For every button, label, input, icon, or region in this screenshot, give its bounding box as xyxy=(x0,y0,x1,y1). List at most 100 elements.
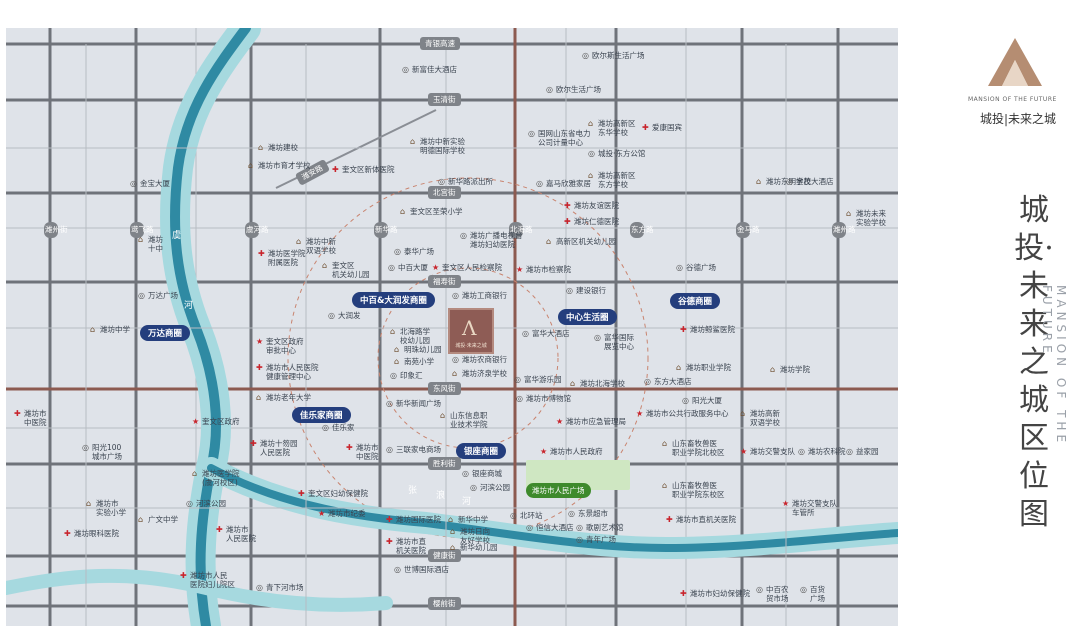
poi-label[interactable]: 富华大酒店 xyxy=(532,329,570,338)
poi-label[interactable]: 高新区机关幼儿园 xyxy=(556,237,616,246)
poi-label[interactable]: 潍坊中新 双语学校 xyxy=(306,237,336,255)
district-yinzuo[interactable]: 银座商圈 xyxy=(456,443,507,459)
poi-label[interactable]: 益家园 xyxy=(856,447,879,456)
poi-label[interactable]: 潍坊市 人民医院 xyxy=(226,525,256,543)
district-wanda[interactable]: 万达商圈 xyxy=(140,325,191,341)
poi-label[interactable]: 世博国际酒店 xyxy=(404,565,449,574)
poi-label[interactable]: 潍坊鲸鲨医院 xyxy=(690,325,735,334)
poi-label[interactable]: 佳乐家 xyxy=(332,423,355,432)
poi-label[interactable]: 奎文区新体医院 xyxy=(342,165,395,174)
poi-label[interactable]: 潍坊学院 xyxy=(780,365,810,374)
poi-label[interactable]: 新华幼儿园 xyxy=(460,543,498,552)
poi-label[interactable]: 潍坊日向 友好学校 xyxy=(460,527,490,545)
poi-label[interactable]: 新富佳大酒店 xyxy=(412,65,457,74)
district-center-life[interactable]: 中心生活圈 xyxy=(558,309,617,325)
poi-label[interactable]: 潍坊市纪委 xyxy=(328,509,366,518)
poi-label[interactable]: 潍坊眼科医院 xyxy=(74,529,119,538)
poi-label[interactable]: 城投·东方公馆 xyxy=(598,149,646,158)
poi-label[interactable]: 潍坊医学院 (虞河校区) xyxy=(202,469,240,487)
poi-label[interactable]: 潍坊东明学校 xyxy=(766,177,811,186)
poi-label[interactable]: 潍坊市人民政府 xyxy=(550,447,603,456)
poi-label[interactable]: 南苑小学 xyxy=(404,357,434,366)
district-jialejia[interactable]: 佳乐家商圈 xyxy=(292,407,351,423)
poi-label[interactable]: 印象汇 xyxy=(400,371,423,380)
poi-label[interactable]: 新华路派出所 xyxy=(448,177,493,186)
poi-label[interactable]: 山东信息职 业技术学院 xyxy=(450,411,488,429)
poi-label[interactable]: 三联家电商场 xyxy=(396,445,441,454)
poi-label[interactable]: 奎文区政府 审批中心 xyxy=(266,337,304,355)
poi-label[interactable]: 中百农 贸市场 xyxy=(766,585,789,603)
poi-label[interactable]: 富华游乐园 xyxy=(524,375,562,384)
poi-label[interactable]: 新华中学 xyxy=(458,515,488,524)
poi-label[interactable]: 山东畜牧兽医 职业学院东校区 xyxy=(672,481,725,499)
poi-label[interactable]: 潍坊仁德医院 xyxy=(574,217,619,226)
poi-label[interactable]: 东景超市 xyxy=(578,509,608,518)
poi-label[interactable]: 阳光100 城市广场 xyxy=(92,443,122,461)
poi-label[interactable]: 欧尔斯生活广场 xyxy=(592,51,645,60)
poi-label[interactable]: 潍坊中新实验 明德国际学校 xyxy=(420,137,465,155)
poi-label[interactable]: 潍坊老年大学 xyxy=(266,393,311,402)
poi-label[interactable]: 潍坊 十中 xyxy=(148,235,163,253)
poi-label[interactable]: 山东畜牧兽医 职业学院北校区 xyxy=(672,439,725,457)
poi-label[interactable]: 阳光大厦 xyxy=(692,396,722,405)
poi-label[interactable]: 国网山东省电力 公司计量中心 xyxy=(538,129,591,147)
poi-label[interactable]: 潍坊医学院 附属医院 xyxy=(268,249,306,267)
poi-label[interactable]: 潍坊市直 机关医院 xyxy=(396,537,426,555)
poi-label[interactable]: 奎文区人民检察院 xyxy=(442,263,502,272)
poi-label[interactable]: 泰华广场 xyxy=(404,247,434,256)
poi-label[interactable]: 潍坊市 实验小学 xyxy=(96,499,126,517)
poi-label[interactable]: 中百大厦 xyxy=(398,263,428,272)
poi-label[interactable]: 潍坊市人民 医院妇儿院区 xyxy=(190,571,235,589)
poi-label[interactable]: 潍坊济泉学校 xyxy=(462,369,507,378)
poi-label[interactable]: 潍坊市博物馆 xyxy=(526,394,571,403)
district-gude[interactable]: 谷德商圈 xyxy=(670,293,721,309)
poi-label[interactable]: 嘉马欣雅家居 xyxy=(546,179,591,188)
poi-label[interactable]: 欧尔生活广场 xyxy=(556,85,601,94)
poi-label[interactable]: 河滨公园 xyxy=(196,499,226,508)
poi-label[interactable]: 潍坊农科院 xyxy=(808,447,846,456)
poi-label[interactable]: 百货 广场 xyxy=(810,585,825,603)
poi-label[interactable]: 大润发 xyxy=(338,311,361,320)
poi-label[interactable]: 潍坊广播电视台 潍坊妇幼医院 xyxy=(470,231,523,249)
poi-label[interactable]: 银座商城 xyxy=(472,469,502,478)
poi-label[interactable]: 东方大酒店 xyxy=(654,377,692,386)
poi-label[interactable]: 潍坊未来 实验学校 xyxy=(856,209,886,227)
poi-label[interactable]: 爱康国宾 xyxy=(652,123,682,132)
poi-label[interactable]: 潍坊市育才学校 xyxy=(258,161,311,170)
poi-label[interactable]: 谷德广场 xyxy=(686,263,716,272)
district-zhongbai[interactable]: 中百&大润发商圈 xyxy=(352,292,435,308)
poi-label[interactable]: 潍坊高新区 东方学校 xyxy=(598,171,636,189)
park-people-square[interactable]: 潍坊市人民广场 xyxy=(526,483,591,498)
poi-label[interactable]: 奎文区政府 xyxy=(202,417,240,426)
poi-label[interactable]: 潍坊十笏园 人民医院 xyxy=(260,439,298,457)
poi-label[interactable]: 潍坊国际医院 xyxy=(396,515,441,524)
poi-label[interactable]: 广文中学 xyxy=(148,515,178,524)
poi-label[interactable]: 潍坊市应急管理局 xyxy=(566,417,626,426)
poi-label[interactable]: 北海路学 校幼儿园 xyxy=(400,327,430,345)
poi-label[interactable]: 潍坊市直机关医院 xyxy=(676,515,736,524)
poi-label[interactable]: 金茂大酒店 xyxy=(796,177,834,186)
poi-label[interactable]: 河滨公园 xyxy=(480,483,510,492)
poi-label[interactable]: 新华新闻广场 xyxy=(396,399,441,408)
poi-label[interactable]: 潍坊农商银行 xyxy=(462,355,507,364)
poi-label[interactable]: 潍坊高新区 东华学校 xyxy=(598,119,636,137)
poi-label[interactable]: 潍坊市 中医院 xyxy=(24,409,47,427)
poi-label[interactable]: 北环站 xyxy=(520,511,543,520)
poi-label[interactable]: 青下河市场 xyxy=(266,583,304,592)
poi-label[interactable]: 潍坊工商银行 xyxy=(462,291,507,300)
poi-label[interactable]: 歌剧艺术馆 xyxy=(586,523,624,532)
poi-label[interactable]: 奎文区妇幼保健院 xyxy=(308,489,368,498)
poi-label[interactable]: 潍坊市人民医院 健康管理中心 xyxy=(266,363,319,381)
poi-label[interactable]: 富华国际 展览中心 xyxy=(604,333,634,351)
poi-label[interactable]: 潍坊友谊医院 xyxy=(574,201,619,210)
poi-label[interactable]: 潍坊中学 xyxy=(100,325,130,334)
poi-label[interactable]: 明珠幼儿园 xyxy=(404,345,442,354)
poi-label[interactable]: 潍坊市 中医院 xyxy=(356,443,379,461)
poi-label[interactable]: 潍坊职业学院 xyxy=(686,363,731,372)
poi-label[interactable]: 金宝大厦 xyxy=(140,179,170,188)
poi-label[interactable]: 潍坊北海学校 xyxy=(580,379,625,388)
poi-label[interactable]: 奎文区 机关幼儿园 xyxy=(332,261,370,279)
poi-label[interactable]: 潍坊市检察院 xyxy=(526,265,571,274)
poi-label[interactable]: 恒信大酒店 xyxy=(536,523,574,532)
poi-label[interactable]: 潍坊交警支队 车管所 xyxy=(792,499,837,517)
